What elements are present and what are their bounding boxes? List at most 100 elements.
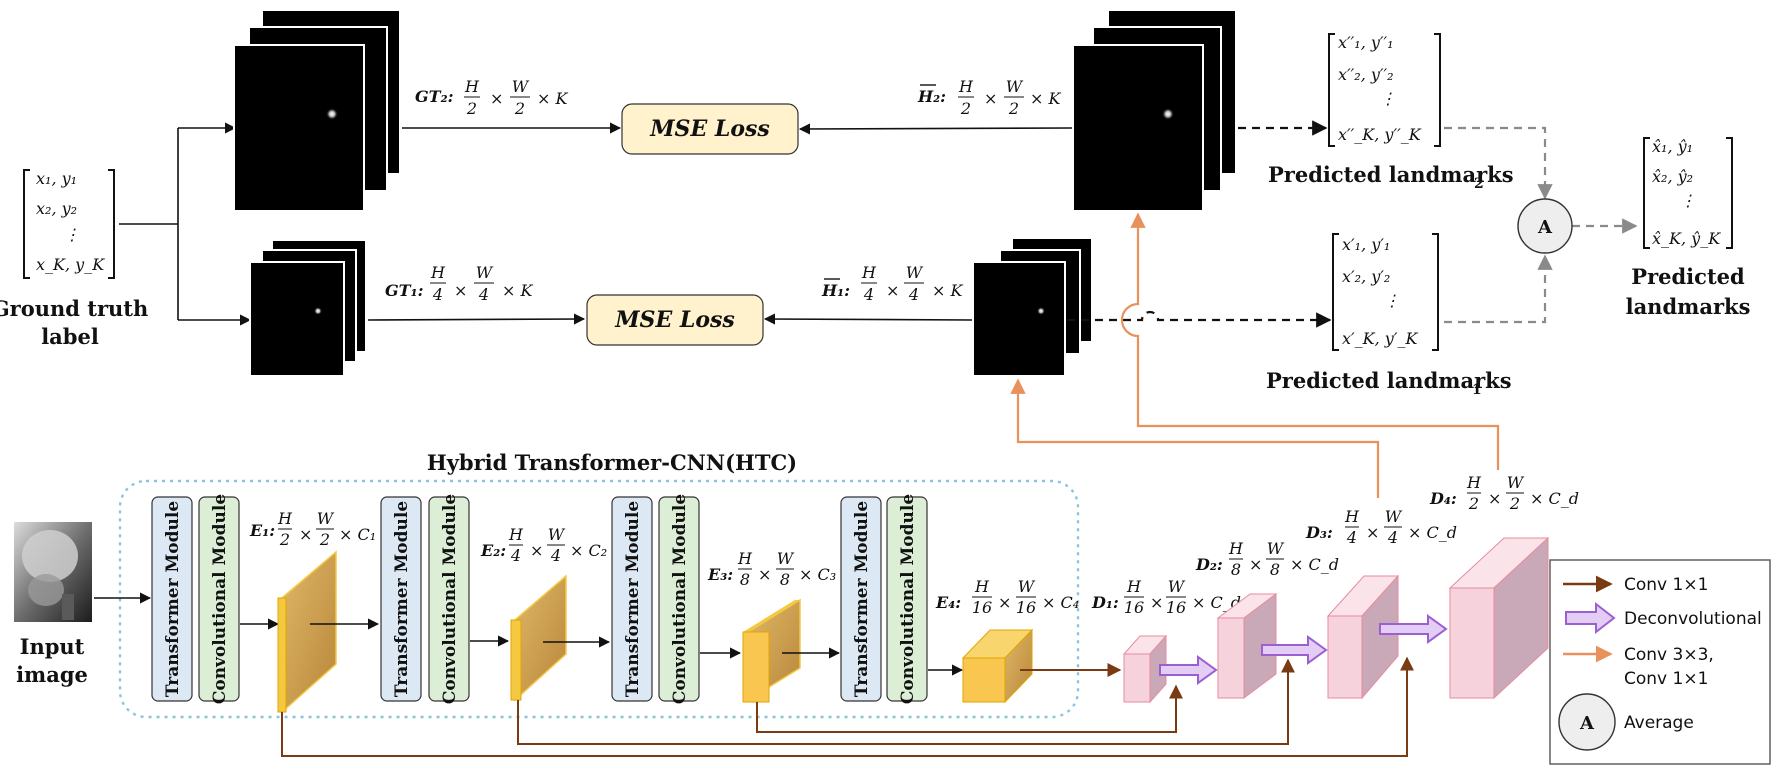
svg-text:16: 16 xyxy=(1166,598,1186,617)
decoder-feature-d1 xyxy=(1122,634,1168,704)
svg-text:MSE Loss: MSE Loss xyxy=(649,116,770,142)
svg-text:H: H xyxy=(508,525,524,544)
d2-label: D₂: xyxy=(1195,555,1223,574)
svg-text:H: H xyxy=(277,509,293,528)
svg-text:4: 4 xyxy=(863,285,874,304)
svg-text:×: × xyxy=(1366,523,1379,542)
svg-text:H: H xyxy=(861,263,877,282)
svg-text:2: 2 xyxy=(466,99,477,118)
d3-size-fraction: H 4 × W 4 × C_d xyxy=(1344,507,1457,547)
gt2-label: GT₂: xyxy=(415,87,454,106)
svg-text:H: H xyxy=(1466,473,1482,492)
input-image-label-line2: image xyxy=(16,662,88,687)
svg-text:× K: × K xyxy=(502,281,533,300)
svg-text:W: W xyxy=(906,263,924,282)
svg-text:x′′_K, y′′_K: x′′_K, y′′_K xyxy=(1338,125,1422,144)
gt1-size-fraction: H 4 × W 4 × K xyxy=(430,263,533,304)
svg-text:16: 16 xyxy=(1124,598,1144,617)
deconv-arrows xyxy=(1159,614,1448,685)
input-xray-image xyxy=(14,522,92,622)
e4-label: E₄: xyxy=(935,593,961,612)
svg-text:4: 4 xyxy=(550,546,561,565)
svg-text:H: H xyxy=(1344,507,1360,526)
svg-text:4: 4 xyxy=(478,285,489,304)
h1-size-fraction: H 4 × W 4 × K xyxy=(861,263,963,304)
svg-text:x′_K, y′_K: x′_K, y′_K xyxy=(1342,329,1418,348)
svg-text:8: 8 xyxy=(780,570,790,589)
convolutional-module-1: Convolutional Module xyxy=(198,494,240,704)
svg-text:H: H xyxy=(1126,577,1142,596)
pred1-matrix: x′₁, y′₁ x′₂, y′₂ ⋮ x′_K, y′_K xyxy=(1332,233,1439,351)
svg-text:×: × xyxy=(758,565,771,584)
svg-text:W: W xyxy=(317,509,335,528)
svg-text:×: × xyxy=(530,541,543,560)
mse-loss-top: MSE Loss xyxy=(621,103,799,155)
d3-label: D₃: xyxy=(1305,523,1333,542)
svg-text:Transformer Module: Transformer Module xyxy=(623,501,643,697)
svg-text:⋮: ⋮ xyxy=(1384,291,1400,310)
svg-text:2: 2 xyxy=(1008,99,1019,118)
svg-text:W: W xyxy=(1385,507,1403,526)
svg-text:x̂₂, ŷ₂: x̂₂, ŷ₂ xyxy=(1652,167,1693,186)
h1-to-mse-arrow xyxy=(763,313,973,325)
gt2-heatmap-stack xyxy=(233,9,401,212)
svg-text:x̂₁, ŷ₁: x̂₁, ŷ₁ xyxy=(1652,137,1693,156)
predicted-landmarks-1-label: Predicted landmarks xyxy=(1266,368,1512,393)
svg-text:W: W xyxy=(1507,473,1525,492)
svg-text:4: 4 xyxy=(432,285,443,304)
convolutional-module-3: Convolutional Module xyxy=(658,494,700,704)
decoder-feature-d3 xyxy=(1326,574,1400,700)
transformer-module-1: Transformer Module xyxy=(151,496,193,702)
svg-text:2: 2 xyxy=(319,530,330,549)
ground-truth-label-line2: label xyxy=(41,324,99,349)
orange-output-paths xyxy=(1010,212,1500,498)
decoder-feature-d4 xyxy=(1448,536,1550,700)
svg-text:× K: × K xyxy=(1030,89,1061,108)
svg-text:W: W xyxy=(1006,77,1024,96)
gt-matrix-row-k: x_K, y_K xyxy=(36,255,105,274)
h1-heatmap-stack xyxy=(972,237,1093,377)
svg-text:H: H xyxy=(958,77,974,96)
final-landmarks-matrix: x̂₁, ŷ₁ x̂₂, ŷ₂ ⋮ x̂_K, ŷ_K xyxy=(1643,137,1733,249)
svg-text:2: 2 xyxy=(960,99,971,118)
legend-conv3x3-label: Conv 3×3, xyxy=(1624,645,1714,665)
svg-text:H: H xyxy=(430,263,446,282)
svg-text:H: H xyxy=(464,77,480,96)
svg-text:W: W xyxy=(1267,539,1285,558)
gt2-size-fraction: H 2 × W 2 × K xyxy=(464,77,568,118)
svg-text:16: 16 xyxy=(972,598,992,617)
svg-text:× C_d: × C_d xyxy=(1530,489,1579,508)
e1-size-fraction: H 2 × W 2 × C₁ xyxy=(277,509,376,549)
gt1-to-mse-arrow xyxy=(367,313,586,325)
svg-text:8: 8 xyxy=(740,570,750,589)
svg-text:Transformer Module: Transformer Module xyxy=(852,501,872,697)
svg-text:×: × xyxy=(1249,555,1262,574)
transformer-module-4: Transformer Module xyxy=(840,496,882,702)
svg-text:× C₂: × C₂ xyxy=(570,541,607,560)
svg-text:W: W xyxy=(548,525,566,544)
svg-text:×: × xyxy=(454,281,467,300)
svg-text:×: × xyxy=(1488,489,1501,508)
svg-text:× C_d: × C_d xyxy=(1408,523,1457,542)
svg-text:W: W xyxy=(476,263,494,282)
e4-size-fraction: H 16 × W 16 × C₄ xyxy=(972,577,1079,617)
svg-text:2: 2 xyxy=(1468,494,1479,513)
h2-heatmap-stack xyxy=(1072,9,1237,212)
pred2-matrix: x′′₁, y′′₁ x′′₂, y′′₂ ⋮ x′′_K, y′′_K xyxy=(1328,33,1441,147)
encoder-feature-e4 xyxy=(961,628,1034,704)
svg-text:H: H xyxy=(737,549,753,568)
svg-text:4: 4 xyxy=(908,285,919,304)
svg-text:×: × xyxy=(490,89,503,108)
d4-size-fraction: H 2 × W 2 × C_d xyxy=(1466,473,1579,513)
e2-label: E₂: xyxy=(480,541,506,560)
d2-size-fraction: H 8 × W 8 × C_d xyxy=(1228,539,1339,579)
e3-size-fraction: H 8 × W 8 × C₃ xyxy=(737,549,836,589)
svg-text:Transformer Module: Transformer Module xyxy=(392,501,412,697)
legend-conv1x1-label: Conv 1×1 xyxy=(1624,575,1708,595)
predicted-landmarks-2-label: Predicted landmarks xyxy=(1268,162,1514,187)
d4-label: D₄: xyxy=(1429,489,1457,508)
svg-text:4: 4 xyxy=(510,546,521,565)
average-circle-icon xyxy=(1558,693,1616,751)
svg-text:× K: × K xyxy=(932,281,963,300)
